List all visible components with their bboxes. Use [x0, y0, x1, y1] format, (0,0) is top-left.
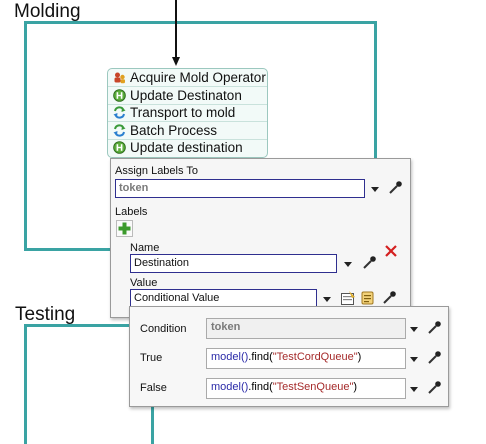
- activity-label: Batch Process: [130, 122, 218, 138]
- add-icon: [118, 222, 131, 235]
- activity-label: Update Destinaton: [130, 88, 242, 104]
- activity-batch-process[interactable]: Batch Process: [108, 121, 267, 138]
- acquire-icon: [113, 71, 126, 84]
- activity-update-destination[interactable]: Update destination: [108, 138, 267, 156]
- condition-label: Condition: [140, 323, 187, 335]
- name-label: Name: [130, 242, 160, 254]
- connector-arrow-line: [175, 0, 177, 58]
- true-label: True: [140, 352, 163, 364]
- activity-list: Acquire Mold Operator Update Destinaton …: [107, 68, 268, 158]
- assign-labels-panel: Assign Labels To token Labels Name Desti…: [110, 158, 411, 318]
- condition-field[interactable]: token: [206, 318, 406, 339]
- false-label: False: [140, 382, 167, 394]
- assign-labels-to-field[interactable]: token: [115, 179, 365, 198]
- condition-dropdown-icon[interactable]: [410, 327, 418, 332]
- add-label-button[interactable]: [116, 220, 133, 237]
- false-value-field[interactable]: model().find("TestSenQueue"): [206, 378, 406, 399]
- activity-update-destinaton[interactable]: Update Destinaton: [108, 86, 267, 103]
- assign-labels-to-label: Assign Labels To: [115, 165, 198, 177]
- value-picker-icon[interactable]: [381, 290, 397, 306]
- true-picker-icon[interactable]: [426, 350, 442, 366]
- false-dropdown-icon[interactable]: [410, 387, 418, 392]
- name-picker-icon[interactable]: [361, 255, 377, 271]
- edit-properties-icon[interactable]: [340, 290, 356, 306]
- activity-label: Transport to mold: [130, 105, 236, 121]
- connector-arrow-head: [172, 57, 180, 66]
- delete-label-icon[interactable]: [384, 244, 398, 258]
- false-picker-icon[interactable]: [426, 380, 442, 396]
- labels-heading: Labels: [115, 206, 148, 218]
- activity-label: Update destination: [130, 140, 243, 156]
- testing-area-label: Testing: [15, 304, 76, 325]
- true-value-field[interactable]: model().find("TestCordQueue"): [206, 348, 406, 369]
- molding-area-label: Molding: [14, 1, 81, 22]
- conditional-value-popup: Condition token True model().find("TestC…: [129, 306, 449, 407]
- value-label: Value: [130, 277, 158, 289]
- assign-to-dropdown-icon[interactable]: [371, 187, 379, 192]
- value-dropdown-icon[interactable]: [323, 297, 331, 302]
- condition-picker-icon[interactable]: [426, 320, 442, 336]
- activity-transport-to-mold[interactable]: Transport to mold: [108, 103, 267, 121]
- transport-icon: [113, 106, 126, 120]
- label-value-field[interactable]: Conditional Value: [130, 289, 317, 308]
- code-template-icon[interactable]: [360, 290, 376, 306]
- activity-acquire-mold-operator[interactable]: Acquire Mold Operator: [108, 69, 267, 86]
- label-update-icon: [113, 89, 126, 102]
- name-dropdown-icon[interactable]: [344, 262, 352, 267]
- true-dropdown-icon[interactable]: [410, 357, 418, 362]
- batch-icon: [113, 124, 126, 137]
- activity-label: Acquire Mold Operator: [130, 70, 266, 86]
- label-update-icon: [113, 141, 126, 155]
- assign-to-picker-icon[interactable]: [387, 180, 403, 196]
- label-name-field[interactable]: Destination: [130, 254, 337, 273]
